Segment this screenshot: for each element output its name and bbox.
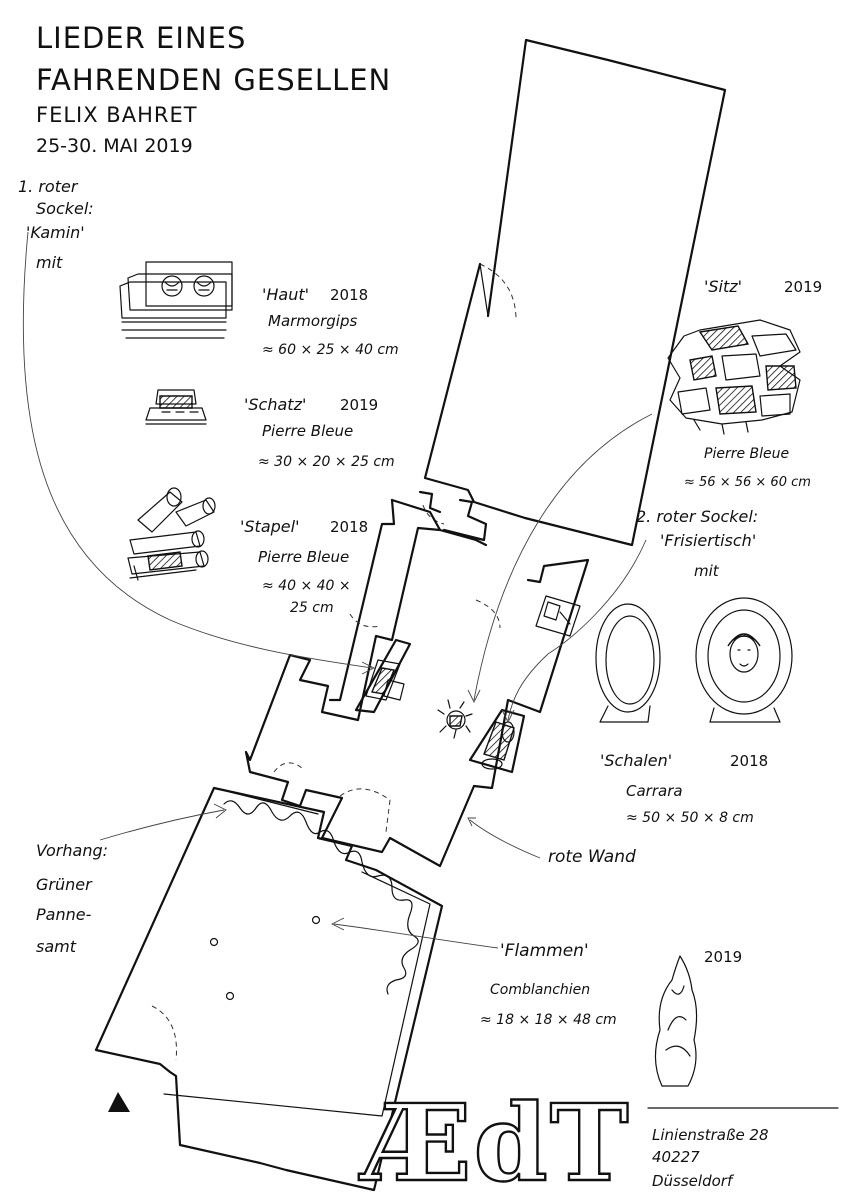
leader-rote-wand-arrow-icon xyxy=(467,817,476,827)
middle-room-door-bottom xyxy=(273,762,303,773)
sitz-plan xyxy=(437,699,473,739)
middle-room-inner-wall xyxy=(328,498,488,702)
connector-door-swing xyxy=(422,504,445,525)
leader-kamin xyxy=(22,231,373,669)
leader-kamin-arrow-icon xyxy=(361,661,376,675)
schatz-material: Pierre Bleue xyxy=(262,422,353,440)
middle-room-walls xyxy=(244,498,590,868)
lower-room-walls xyxy=(94,786,444,1192)
upper-room-walls xyxy=(423,38,727,547)
rote-wand-label: rote Wand xyxy=(548,847,636,867)
upper-room-door-leaf xyxy=(479,263,489,317)
stapel-title: 'Stapel' xyxy=(240,517,299,536)
schatz-title: 'Schatz' xyxy=(244,395,306,414)
address-street: Linienstraße 28 xyxy=(652,1126,769,1144)
vorhang-line3: Panne- xyxy=(36,905,92,924)
schatz-dims: ≈ 30 × 20 × 25 cm xyxy=(258,454,395,470)
stapel-dims-line2: 25 cm xyxy=(290,600,334,616)
pedestal2-line3: mit xyxy=(694,562,720,580)
flammen-year: 2019 xyxy=(704,948,742,966)
floor-plan xyxy=(94,38,727,1192)
flammen-material: Comblanchien xyxy=(490,982,590,998)
haut-sketch xyxy=(119,261,233,339)
vorhang-line2: Grüner xyxy=(36,875,93,894)
lower-room-inner-wall xyxy=(163,791,431,1117)
vorhang-line1: Vorhang: xyxy=(36,841,108,860)
sitz-dims: ≈ 56 × 56 × 60 cm xyxy=(684,475,811,490)
labels: 1. roter Sockel: 'Kamin' mit 'Haut' 2018… xyxy=(18,177,822,1028)
stapel-dims-line1: ≈ 40 × 40 × xyxy=(262,578,351,594)
sitz-year: 2019 xyxy=(784,278,822,296)
header: LIEDER EINES FAHRENDEN GESELLEN FELIX BA… xyxy=(36,21,391,157)
haut-year: 2018 xyxy=(330,286,368,304)
artist-name: FELIX BAHRET xyxy=(36,103,198,127)
leader-rote-wand xyxy=(469,819,541,859)
schalen-dims: ≈ 50 × 50 × 8 cm xyxy=(626,810,754,826)
leader-sitz xyxy=(473,413,653,701)
logo-text: ÆdT xyxy=(358,1080,631,1200)
pedestal1-line3: 'Kamin' xyxy=(26,223,85,242)
schatz-sketch xyxy=(145,389,207,425)
pedestal2-line1: 2. roter Sockel: xyxy=(636,507,758,526)
flammen-position-2 xyxy=(209,937,219,947)
mirror-unit-plan xyxy=(535,595,581,637)
entrance-arrow-icon xyxy=(108,1092,130,1112)
vorhang-line4: samt xyxy=(36,937,77,956)
pedestal1-line1: 1. roter xyxy=(18,177,79,196)
schalen-material: Carrara xyxy=(626,782,683,800)
flammen-sketch xyxy=(647,955,839,1109)
stapel-material: Pierre Bleue xyxy=(258,548,349,566)
middle-room-door-left xyxy=(349,613,381,628)
pedestal1-line2: Sockel: xyxy=(36,199,94,218)
flammen-title: 'Flammen' xyxy=(500,941,589,961)
stapel-year: 2018 xyxy=(330,518,368,536)
flammen-position-1 xyxy=(311,915,321,925)
connector-walls xyxy=(418,490,488,542)
curtain xyxy=(223,800,419,995)
schalen-year: 2018 xyxy=(730,752,768,770)
pedestal-frisiertisch-plan xyxy=(468,708,526,774)
leader-vorhang-arrow-icon xyxy=(213,803,227,819)
leader-lines xyxy=(22,231,653,949)
title-line-1: LIEDER EINES xyxy=(36,21,246,55)
leader-frisiertisch-arrow-icon xyxy=(501,709,515,724)
leader-flammen-arrow-icon xyxy=(330,917,345,931)
sitz-material: Pierre Bleue xyxy=(704,446,789,462)
sitz-sketch xyxy=(667,319,801,435)
address-block: Linienstraße 28 40227 Düsseldorf xyxy=(652,1126,769,1190)
address-postcode: 40227 xyxy=(652,1148,700,1166)
leader-sitz-arrow-icon xyxy=(467,689,481,704)
middle-room-door-right xyxy=(475,599,501,629)
upper-room-door-swing xyxy=(479,263,517,319)
pedestal1-line4: mit xyxy=(36,253,63,272)
pedestal2-line2: 'Frisiertisch' xyxy=(660,531,756,550)
address-city: Düsseldorf xyxy=(652,1172,735,1190)
stapel-sketch xyxy=(127,487,216,581)
haut-dims: ≈ 60 × 25 × 40 cm xyxy=(262,342,399,358)
leader-flammen xyxy=(333,923,499,949)
aedt-logo: ÆdT xyxy=(357,1079,631,1200)
schatz-year: 2019 xyxy=(340,396,378,414)
pedestal-kamin-plan xyxy=(354,638,412,714)
exhibition-dates: 25-30. MAI 2019 xyxy=(36,135,193,157)
flammen-position-3 xyxy=(225,991,235,1001)
leader-vorhang xyxy=(99,809,225,841)
title-line-2: FAHRENDEN GESELLEN xyxy=(36,63,391,97)
schalen-title: 'Schalen' xyxy=(600,751,672,770)
flammen-dims: ≈ 18 × 18 × 48 cm xyxy=(480,1012,617,1028)
haut-material: Marmorgips xyxy=(268,312,357,330)
middle-room-door-lower xyxy=(339,788,391,833)
leader-frisiertisch xyxy=(507,539,647,721)
sitz-title: 'Sitz' xyxy=(704,277,742,296)
schalen-sketch xyxy=(595,597,793,723)
haut-title: 'Haut' xyxy=(262,285,309,304)
lower-room-door-swing xyxy=(151,1005,177,1061)
